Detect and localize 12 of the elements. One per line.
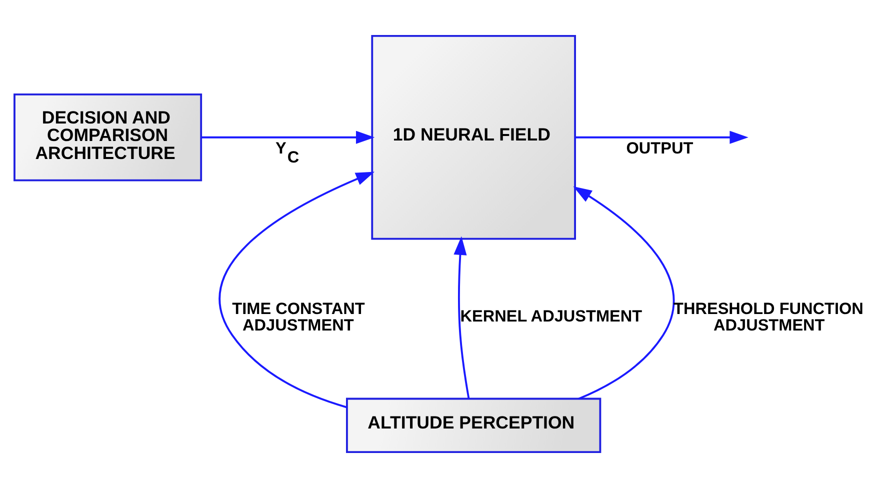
arrow: [575, 130, 748, 144]
edge-label: OUTPUT: [626, 138, 694, 157]
node-box: DECISION AND COMPARISON ARCHITECTURE: [14, 92, 202, 181]
arrow: [202, 130, 375, 144]
arrow: [454, 236, 470, 398]
node-box: ALTITUDE PERCEPTION: [346, 397, 602, 453]
edge-label: TIME CONSTANT ADJUSTMENT: [232, 300, 365, 334]
arrow: [218, 171, 375, 408]
edge-label: THRESHOLD FUNCTION ADJUSTMENT: [674, 300, 864, 334]
arrow: [573, 186, 675, 400]
node-box: 1D NEURAL FIELD: [371, 34, 576, 240]
edge-label: KERNEL ADJUSTMENT: [460, 306, 642, 325]
